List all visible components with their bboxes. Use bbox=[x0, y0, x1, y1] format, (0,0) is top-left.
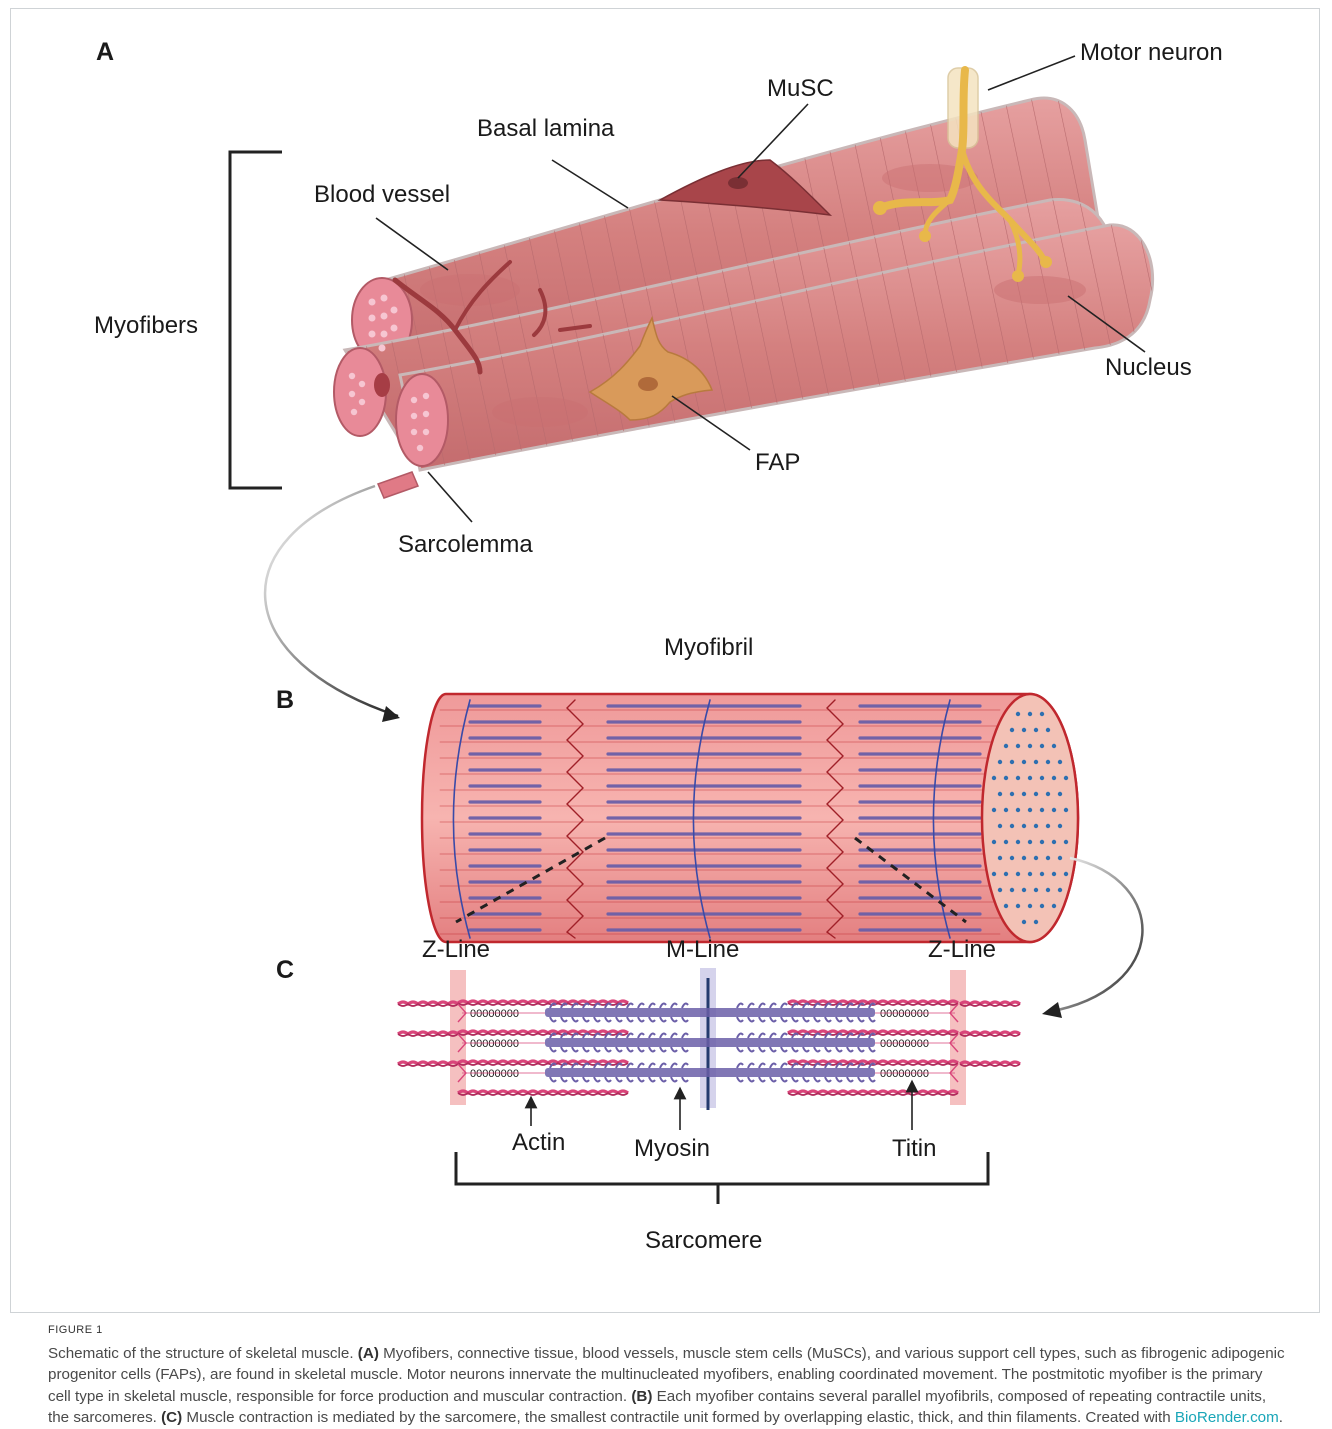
panel-b-letter: B bbox=[276, 686, 294, 714]
caption-intro: Schematic of the structure of skeletal m… bbox=[48, 1345, 358, 1362]
label-fap: FAP bbox=[755, 449, 800, 476]
sarcolemma-stub bbox=[378, 472, 418, 498]
label-blood-vessel: Blood vessel bbox=[314, 181, 450, 208]
label-z-line-right: Z-Line bbox=[928, 936, 996, 963]
label-motor-neuron: Motor neuron bbox=[1080, 39, 1223, 66]
z-line-right-band bbox=[950, 970, 966, 1105]
svg-text:00000000: 00000000 bbox=[880, 1008, 929, 1020]
label-titin: Titin bbox=[892, 1135, 936, 1162]
sarcomere-diagram: 00000000 00000000 00000000 00000000 00000000… bbox=[398, 968, 1020, 1110]
caption-a-tag: (A) bbox=[358, 1345, 379, 1362]
caption-b-tag: (B) bbox=[631, 1388, 652, 1405]
svg-text:00000000: 00000000 bbox=[470, 1068, 519, 1080]
figure-caption: FIGURE 1 Schematic of the structure of s… bbox=[48, 1320, 1288, 1429]
label-sarcolemma: Sarcolemma bbox=[398, 531, 533, 558]
label-z-line-left: Z-Line bbox=[422, 936, 490, 963]
svg-text:00000000: 00000000 bbox=[470, 1008, 519, 1020]
capillary-cross-section bbox=[374, 373, 390, 397]
panel-c-letter: C bbox=[276, 956, 294, 984]
myofibril-cylinder bbox=[422, 694, 1078, 942]
panel-a-letter: A bbox=[96, 38, 114, 66]
z-line-left-band bbox=[450, 970, 466, 1105]
muscle-structure-diagram: A bbox=[0, 0, 1332, 1310]
caption-c-text: Muscle contraction is mediated by the sa… bbox=[182, 1409, 1175, 1426]
myofibers-bracket bbox=[230, 152, 282, 488]
label-musc: MuSC bbox=[767, 75, 834, 102]
caption-c-tag: (C) bbox=[161, 1409, 182, 1426]
figure-label: FIGURE 1 bbox=[48, 1320, 1288, 1342]
svg-text:00000000: 00000000 bbox=[880, 1038, 929, 1050]
arrow-a-to-b bbox=[265, 486, 398, 716]
svg-text:00000000: 00000000 bbox=[880, 1068, 929, 1080]
biorender-link[interactable]: BioRender.com bbox=[1175, 1409, 1279, 1426]
label-m-line: M-Line bbox=[666, 936, 739, 963]
label-myofibril: Myofibril bbox=[664, 634, 753, 661]
label-myofibers: Myofibers bbox=[94, 312, 198, 339]
label-actin: Actin bbox=[512, 1129, 565, 1156]
label-myosin: Myosin bbox=[634, 1135, 710, 1162]
caption-end: . bbox=[1279, 1409, 1283, 1426]
label-basal-lamina: Basal lamina bbox=[477, 115, 615, 142]
label-nucleus: Nucleus bbox=[1105, 354, 1192, 381]
label-sarcomere: Sarcomere bbox=[645, 1227, 762, 1254]
svg-text:00000000: 00000000 bbox=[470, 1038, 519, 1050]
